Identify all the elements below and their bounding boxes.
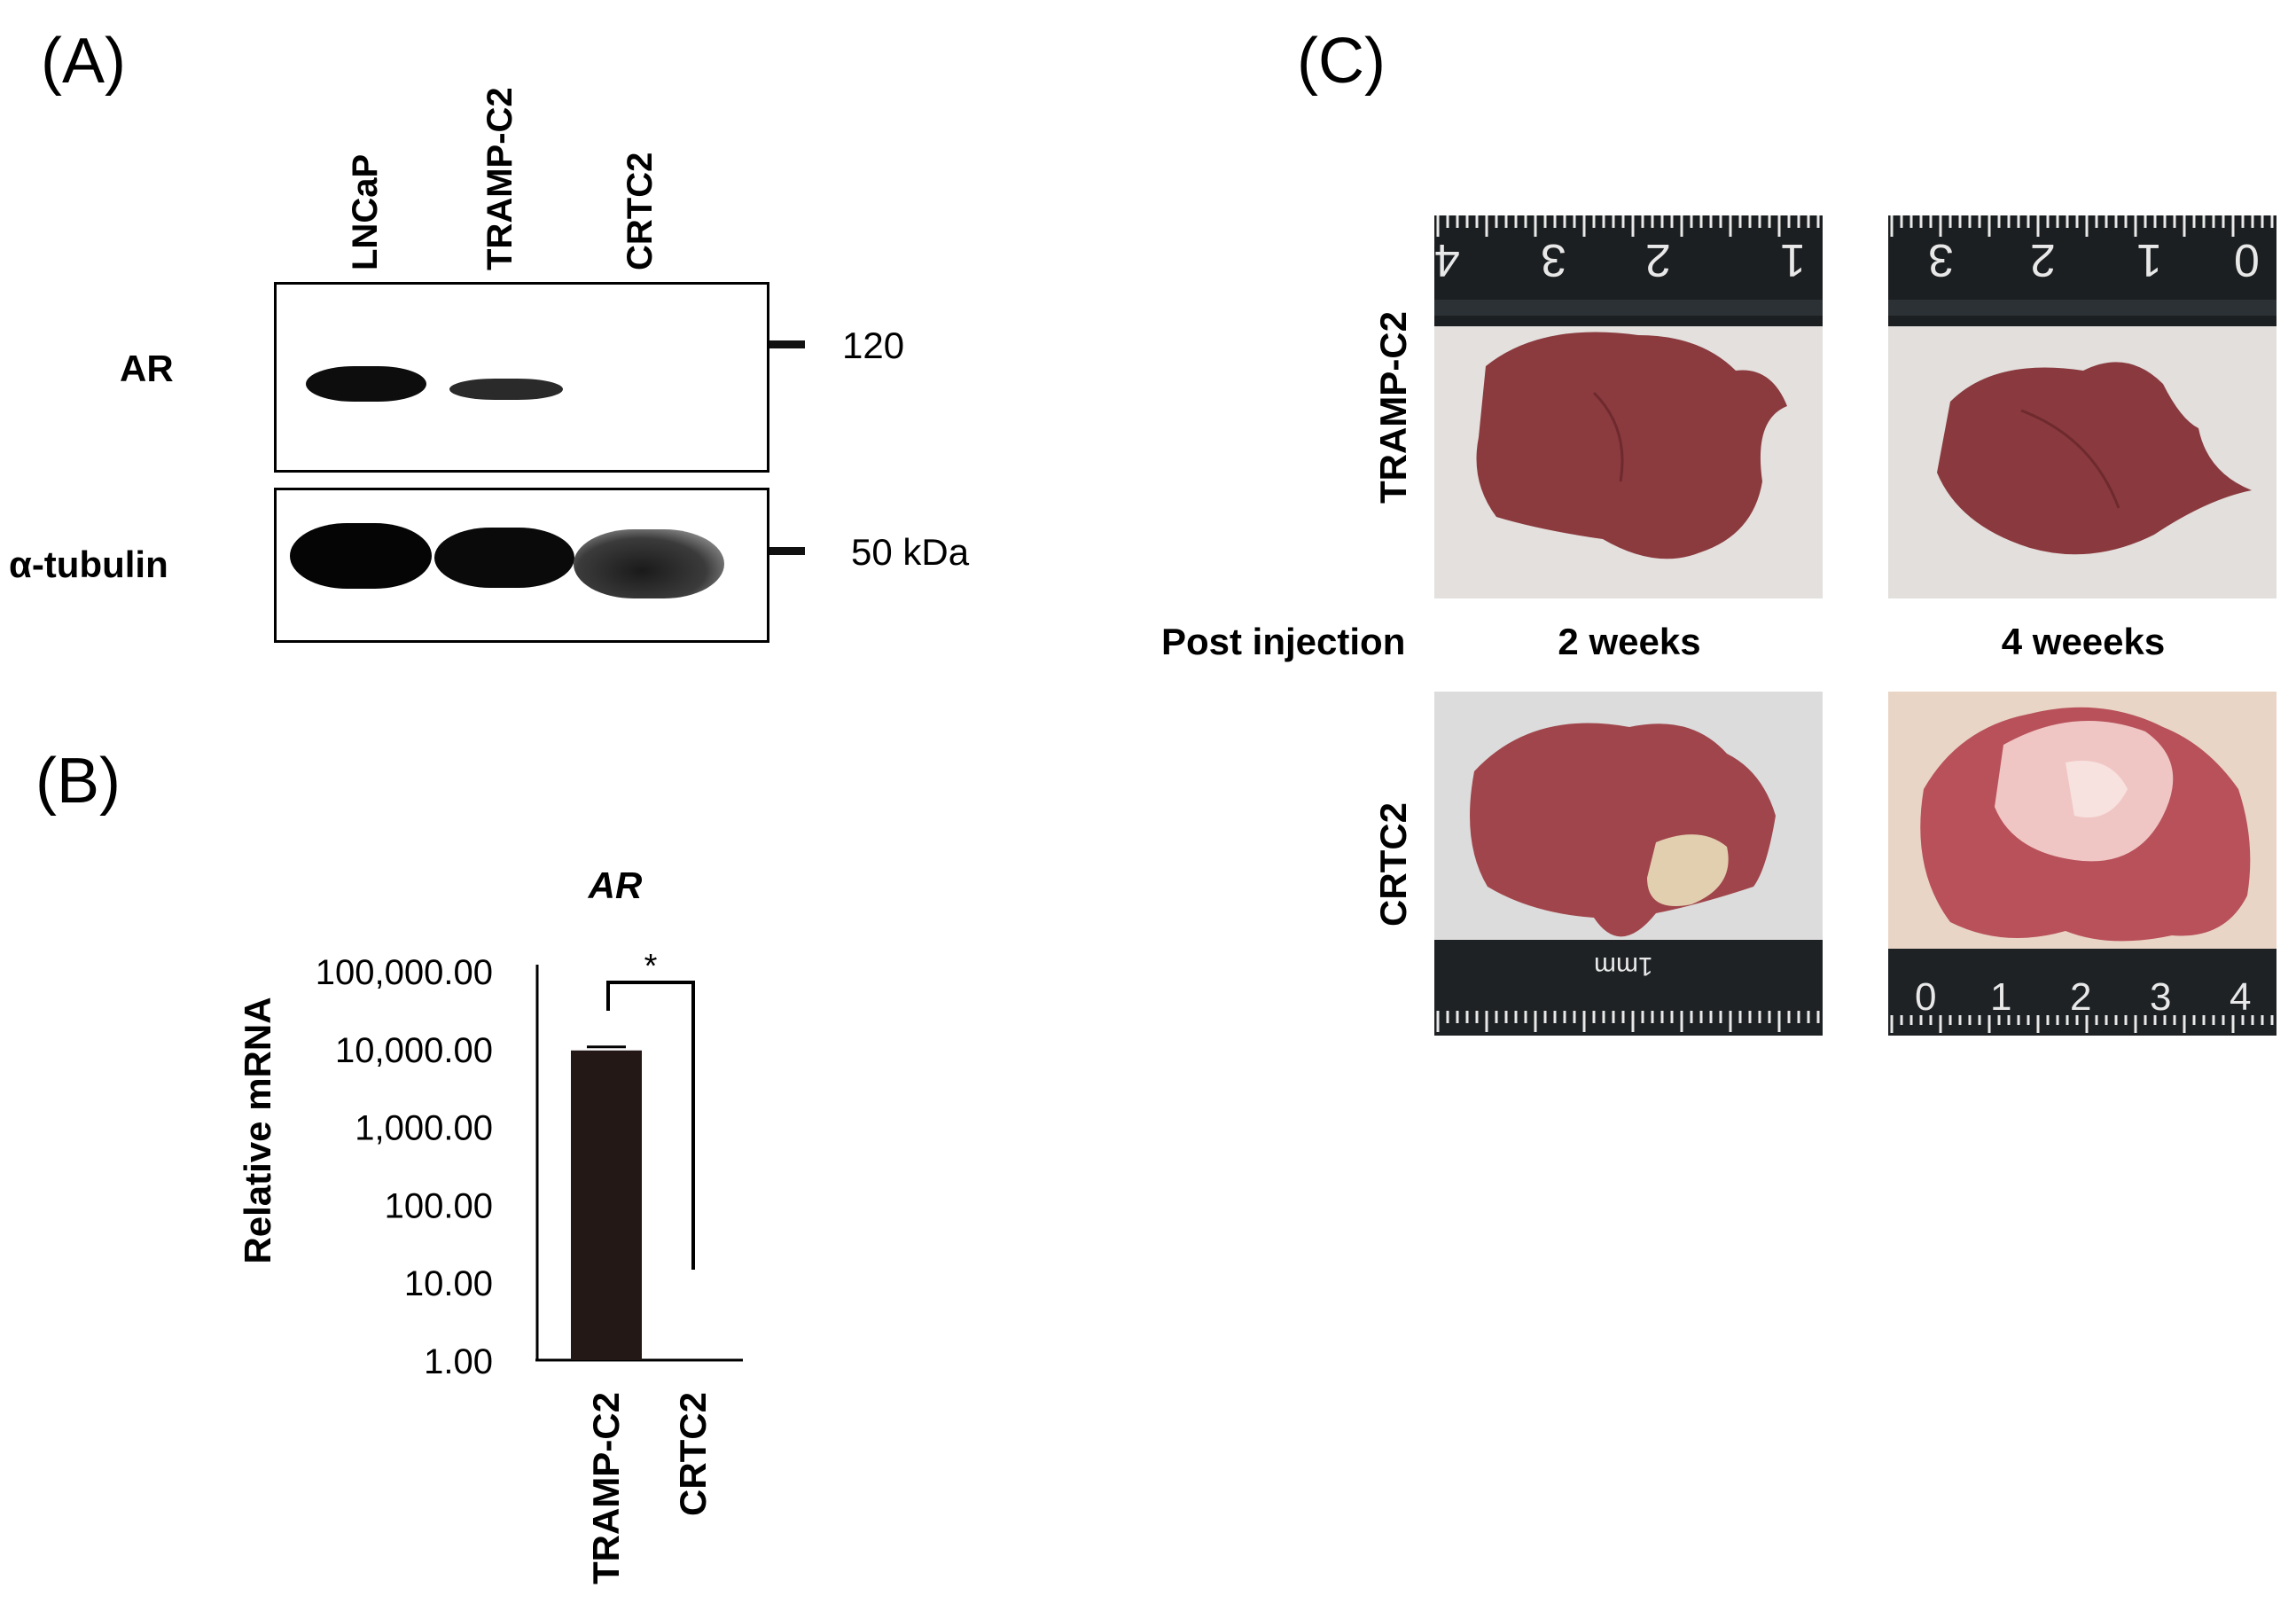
ruler-number: 1 (2136, 234, 2162, 285)
photo-crtc2-4weeks: 0 1 2 3 4 (1888, 692, 2276, 1036)
ruler-number: 2 (1645, 234, 1671, 285)
y-tick-label: 10.00 (404, 1264, 493, 1303)
panel-c-label: (C) (1297, 26, 1386, 97)
chart-title: AR (588, 864, 643, 906)
chart-ylabel: Relative mRNA (237, 997, 278, 1263)
ruler-number: 4 (2230, 975, 2252, 1019)
y-tick-label: 10,000.00 (335, 1031, 493, 1070)
timeline-label: Post injection (1161, 621, 1406, 662)
ruler-unit: 1mm (1594, 951, 1653, 981)
ar-band-tramp-c2 (449, 379, 563, 400)
marker-50kda: 50 kDa (851, 531, 970, 573)
ruler-number: 2 (2070, 975, 2092, 1019)
tubulin-band-tramp-c2 (434, 528, 574, 588)
ruler-number: 3 (1541, 234, 1566, 285)
row-label-tubulin: α-tubulin (9, 544, 168, 585)
marker-120: 120 (842, 325, 905, 366)
ruler-number: 1 (1990, 975, 2012, 1019)
column-label-2weeks: 2 weeks (1558, 621, 1701, 662)
ar-blot (274, 282, 769, 473)
x-tick-label: CRTC2 (672, 1392, 714, 1516)
significance-star: * (644, 948, 658, 985)
y-tick-label: 1.00 (424, 1342, 493, 1381)
ruler-number: 3 (1928, 234, 1954, 285)
ruler-number: 2 (2030, 234, 2056, 285)
y-tick-label: 100.00 (385, 1186, 493, 1225)
row-label-crtc2-photos: CRTC2 (1372, 802, 1414, 927)
ruler-number: 0 (1915, 975, 1937, 1019)
bar-tramp-c2 (571, 1050, 642, 1360)
row-label-tramp-c2-photos: TRAMP-C2 (1372, 311, 1414, 504)
ruler-number: 1 (1780, 234, 1806, 285)
row-label-ar: AR (120, 348, 174, 389)
significance-bracket (606, 981, 695, 1270)
ruler-number: 0 (2234, 234, 2260, 285)
marker-tick-50 (769, 547, 805, 555)
photo-tramp-c2-2weeks: 4 3 2 1 (1434, 215, 1823, 598)
tubulin-blot (274, 488, 769, 643)
ar-band-lncap (306, 366, 426, 402)
y-tick-label: 100,000.00 (316, 953, 493, 992)
ruler-number: 3 (2150, 975, 2172, 1019)
photo-crtc2-2weeks: 1mm (1434, 692, 1823, 1036)
marker-tick-120 (769, 340, 805, 348)
y-tick-label: 1,000.00 (355, 1109, 493, 1148)
photo-tramp-c2-4weeks: 3 2 1 0 (1888, 215, 2276, 598)
x-tick-label: TRAMP-C2 (585, 1392, 627, 1584)
tubulin-band-lncap (290, 523, 432, 589)
panel-a-label: (A) (41, 26, 126, 97)
column-label-4weeks: 4 weeeks (2001, 621, 2166, 662)
tubulin-band-crtc2 (574, 529, 724, 598)
ruler-number: 4 (1434, 234, 1460, 285)
panel-b-label: (B) (35, 746, 121, 817)
